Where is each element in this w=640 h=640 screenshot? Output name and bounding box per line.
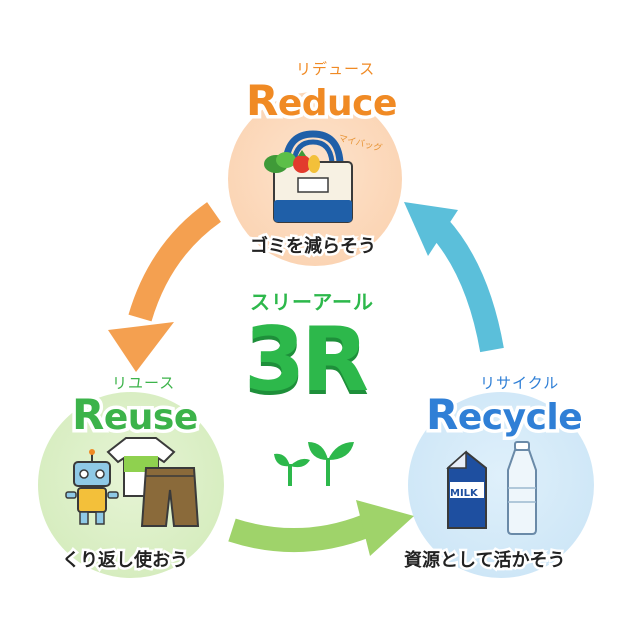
reuse-title: Reuse [69, 390, 202, 439]
vegetables-icon [264, 150, 320, 173]
arrow-reduce-to-reuse [108, 202, 222, 372]
reuse-kana: リユース [110, 374, 176, 393]
arrow-reuse-to-recycle [228, 500, 414, 556]
milk-carton-icon [446, 450, 487, 529]
center-title: 3R [239, 308, 374, 411]
arrow-recycle-to-reduce [404, 202, 504, 353]
reduce-initial: R [243, 76, 282, 125]
milk-label: MILK [450, 488, 478, 499]
reuse-initial: R [69, 390, 108, 439]
recycle-circle [408, 392, 594, 578]
reuse-caption: くり返し使おう [60, 549, 191, 572]
plastic-bottle-icon [507, 441, 537, 535]
reuse-rest: euse [100, 396, 201, 439]
recycle-caption: 資源として活かそう [401, 549, 567, 572]
recycle-rest: ecycle [454, 396, 586, 439]
recycle-title: Recycle [423, 390, 587, 439]
sprout-icon [274, 442, 354, 486]
reduce-caption: ゴミを減らそう [248, 235, 379, 258]
reduce-kana: リデュース [294, 60, 376, 79]
recycle-initial: R [423, 390, 462, 439]
recycle-kana: リサイクル [478, 374, 560, 393]
tote-bag-icon [273, 130, 353, 223]
shorts-icon [140, 467, 200, 527]
reduce-rest: educe [274, 82, 401, 125]
center-kana: スリーアール [250, 290, 374, 314]
robot-toy-icon [65, 449, 119, 525]
reduce-title: Reduce [243, 76, 401, 125]
